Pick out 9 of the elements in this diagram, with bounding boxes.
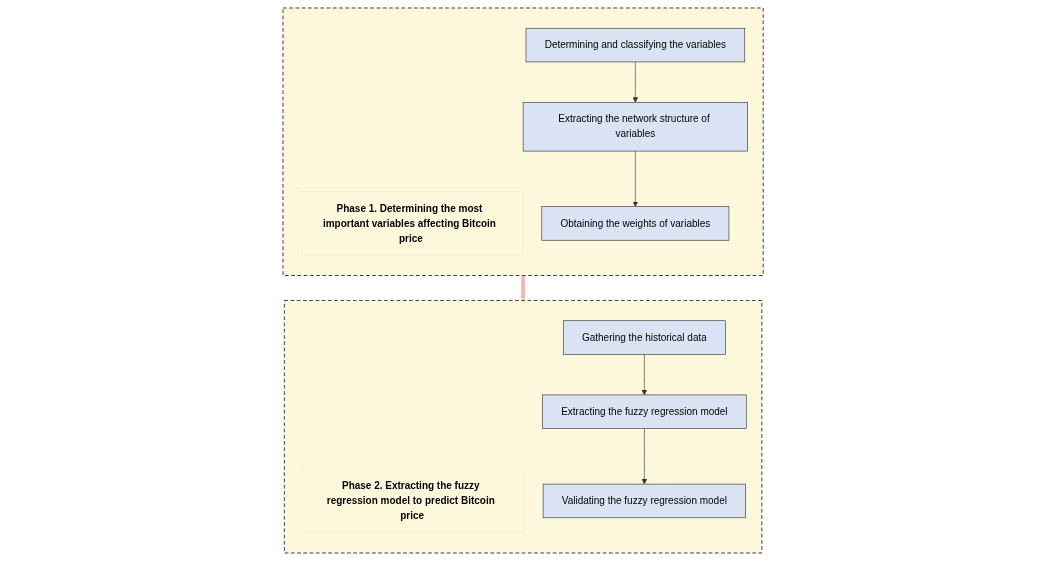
node-box: Validating the fuzzy regression model	[542, 483, 746, 519]
cluster	[283, 299, 763, 554]
arrow	[520, 275, 526, 301]
node-box: Gathering the historical data	[562, 320, 726, 355]
cluster	[282, 7, 764, 276]
node-box: Determining and classifying the variables	[525, 27, 745, 63]
node-box: Extracting the fuzzy regression model	[542, 394, 747, 429]
node-box: Extracting the network structure of variables	[522, 102, 748, 152]
node-box: Obtaining the weights of variables	[541, 206, 730, 241]
